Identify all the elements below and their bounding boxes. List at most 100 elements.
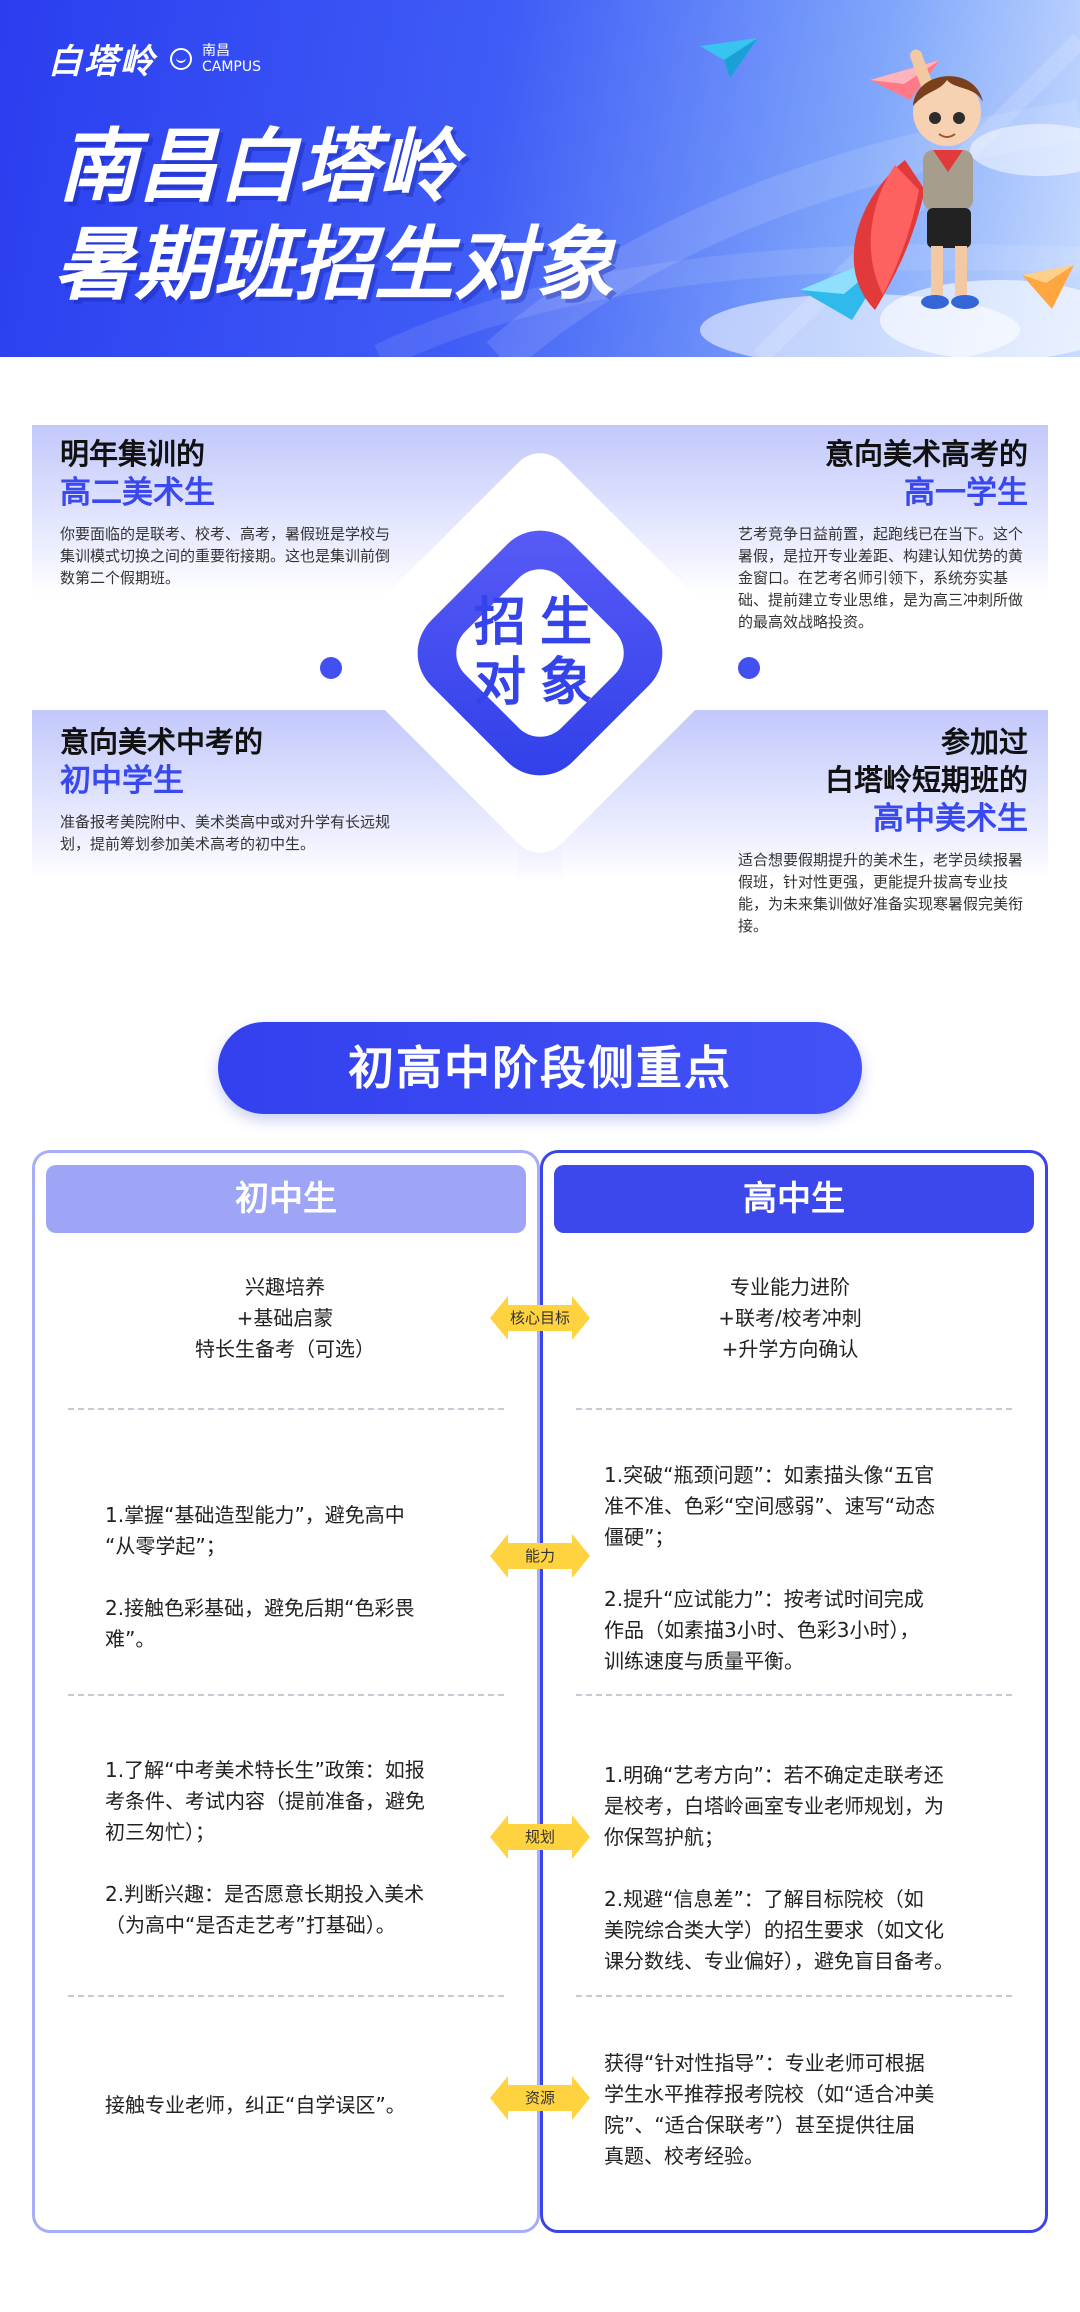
- cell-line: [604, 1853, 1014, 1884]
- hero-title: 南昌白塔岭 暑期班招生对象: [54, 118, 614, 314]
- row-tag: 能力: [490, 1534, 590, 1578]
- row-divider: [68, 1694, 504, 1696]
- target-description: 准备报考美院附中、美术类高中或对升学有长远规划，提前筹划参加美术高考的初中生。: [60, 813, 391, 853]
- center-label-line1: 招生: [473, 593, 606, 653]
- cell-line: +联考/校考冲刺: [718, 1306, 862, 1330]
- target-highlight: 高二美术生: [60, 475, 215, 511]
- row-divider: [576, 1694, 1012, 1696]
- row-tag-label: 能力: [524, 1547, 555, 1565]
- target-description: 适合想要假期提升的美术生，老学员续报暑假班，针对性更强，更能提升拔高专业技能，为…: [738, 851, 1024, 935]
- column-header-middle-school: 初中生: [46, 1165, 526, 1233]
- cell-line: 接触专业老师，纠正“自学误区”。: [105, 2093, 406, 2117]
- cell-line: 课分数线、专业偏好），避免盲目备考。: [604, 1949, 954, 1973]
- cell-high-school: 1.突破“瓶颈问题”：如素描头像“五官准不准、色彩“空间感弱”、速写“动态僵硬”…: [604, 1460, 1014, 1677]
- cell-line: 特长生备考（可选）: [195, 1337, 375, 1361]
- cell-line: （为高中“是否走艺考”打基础）。: [105, 1913, 396, 1937]
- row-divider: [68, 1408, 504, 1410]
- target-description: 你要面临的是联考、校考、高考，暑假班是学校与集训模式切换之间的重要衔接期。这也是…: [60, 525, 391, 587]
- row-divider: [576, 1408, 1012, 1410]
- row-tag: 资源: [490, 2076, 590, 2120]
- logo-mark-icon: [170, 47, 192, 70]
- target-highlight: 高一学生: [904, 475, 1028, 511]
- cell-high-school: 获得“针对性指导”：专业老师可根据学生水平推荐报考院校（如“适合冲美院”、“适合…: [604, 2048, 1014, 2172]
- cell-line: 2.接触色彩基础，避免后期“色彩畏: [105, 1596, 415, 1620]
- cell-line: 学生水平推荐报考院校（如“适合冲美: [604, 2082, 935, 2106]
- cell-line: 真题、校考经验。: [604, 2144, 764, 2168]
- cell-line: 初三匆忙）；: [105, 1820, 215, 1844]
- hero-banner: 白塔岭 南昌 CAMPUS 南昌白塔岭 暑期班招生对象: [0, 0, 1080, 357]
- double-arrow-icon: [490, 1534, 590, 1578]
- center-diamond: 招生 对象: [327, 440, 753, 866]
- cell-line: 1.了解“中考美术特长生”政策：如报: [105, 1758, 425, 1782]
- column-header-high-school: 高中生: [554, 1165, 1034, 1233]
- target-heading-2: 白塔岭短期班的: [824, 763, 1028, 797]
- cell-line: [105, 1562, 485, 1593]
- cell-line: +基础启蒙: [236, 1306, 334, 1330]
- cell-line: 美院综合类大学）的招生要求（如文化: [604, 1918, 944, 1942]
- cell-line: 专业能力进阶: [730, 1275, 850, 1299]
- cell-line: 获得“针对性指导”：专业老师可根据: [604, 2051, 925, 2075]
- target-description: 艺考竞争日益前置，起跑线已在当下。这个暑假，是拉开专业差距、构建认知优势的黄金窗…: [738, 525, 1024, 631]
- cell-middle-school: 兴趣培养 +基础启蒙特长生备考（可选）: [80, 1272, 490, 1365]
- hero-title-line2: 暑期班招生对象: [54, 218, 614, 311]
- cell-high-school: 专业能力进阶 +联考/校考冲刺 +升学方向确认: [580, 1272, 1000, 1365]
- target-heading: 明年集训的: [60, 437, 206, 471]
- column-high-school: 高中生: [540, 1150, 1048, 2233]
- row-tag-label: 规划: [524, 1828, 555, 1846]
- target-highlight: 高中美术生: [873, 801, 1028, 837]
- double-arrow-icon: [490, 2076, 590, 2120]
- cell-line: [604, 1553, 1014, 1584]
- target-grade11: 明年集训的 高二美术生 你要面临的是联考、校考、高考，暑假班是学校与集训模式切换…: [60, 435, 390, 589]
- logo-sub-en: CAMPUS: [202, 58, 262, 75]
- hero-title-line1: 南昌白塔岭: [58, 120, 458, 213]
- cell-middle-school: 1.了解“中考美术特长生”政策：如报考条件、考试内容（提前准备，避免初三匆忙）；…: [105, 1755, 485, 1941]
- cell-line: 准不准、色彩“空间感弱”、速写“动态: [604, 1494, 936, 1518]
- cell-line: “从零学起”；: [105, 1534, 226, 1558]
- row-tag: 核心目标: [490, 1296, 590, 1340]
- cell-line: 院”、“适合保联考”）甚至提供往届: [604, 2113, 916, 2137]
- double-arrow-icon: [490, 1296, 590, 1340]
- cell-line: 难”。: [105, 1627, 156, 1651]
- target-heading: 意向美术高考的: [824, 437, 1028, 471]
- row-tag-label: 资源: [524, 2089, 555, 2107]
- target-middle-school: 意向美术中考的 初中学生 准备报考美院附中、美术类高中或对升学有长远规划，提前筹…: [60, 723, 390, 855]
- double-arrow-icon: [490, 1815, 590, 1859]
- cell-line: 2.提升“应试能力”：按考试时间完成: [604, 1587, 924, 1611]
- cell-line: 2.规避“信息差”：了解目标院校（如: [604, 1887, 924, 1911]
- cell-line: 1.明确“艺考方向”：若不确定走联考还: [604, 1763, 944, 1787]
- logo-text: 白塔岭: [48, 42, 156, 82]
- dot-left-icon: [320, 657, 342, 679]
- mascot-boy-illustration: [853, 49, 983, 310]
- brand-logo: 白塔岭 南昌 CAMPUS: [48, 34, 261, 83]
- enrollment-targets: 明年集训的 高二美术生 你要面临的是联考、校考、高考，暑假班是学校与集训模式切换…: [32, 425, 1048, 945]
- paper-plane-icon: [1022, 265, 1074, 309]
- row-divider: [68, 1995, 504, 1997]
- row-tag: 规划: [490, 1815, 590, 1859]
- row-divider: [576, 1995, 1012, 1997]
- cell-line: 是校考，白塔岭画室专业老师规划，为: [604, 1794, 944, 1818]
- cell-line: 2.判断兴趣：是否愿意长期投入美术: [105, 1882, 425, 1906]
- dot-right-icon: [738, 657, 760, 679]
- logo-sub-cn: 南昌: [202, 42, 230, 59]
- target-grade10: 意向美术高考的 高一学生 艺考竞争日益前置，起跑线已在当下。这个暑假，是拉开专业…: [738, 435, 1028, 633]
- cell-line: 兴趣培养: [245, 1275, 325, 1299]
- focus-section-title: 初高中阶段侧重点: [218, 1022, 862, 1114]
- center-label: 招生 对象: [372, 593, 708, 713]
- cell-line: 1.掌握“基础造型能力”，避免高中: [105, 1503, 405, 1527]
- cell-line: 作品（如素描3小时、色彩3小时），: [604, 1618, 920, 1642]
- cell-line: 考条件、考试内容（提前准备，避免: [105, 1789, 425, 1813]
- row-tag-label: 核心目标: [509, 1309, 570, 1327]
- column-middle-school: 初中生: [32, 1150, 540, 2233]
- target-highlight: 初中学生: [60, 763, 184, 799]
- cell-high-school: 1.明确“艺考方向”：若不确定走联考还是校考，白塔岭画室专业老师规划，为你保驾护…: [604, 1760, 1014, 1977]
- center-label-line2: 对象: [473, 653, 606, 713]
- cell-middle-school: 接触专业老师，纠正“自学误区”。: [105, 2090, 485, 2121]
- cell-line: [105, 1848, 485, 1879]
- cell-middle-school: 1.掌握“基础造型能力”，避免高中 “从零学起”； 2.接触色彩基础，避免后期“色…: [105, 1500, 485, 1655]
- cell-line: 僵硬”；: [604, 1525, 675, 1549]
- cell-line: +升学方向确认: [721, 1337, 859, 1361]
- cell-line: 1.突破“瓶颈问题”：如素描头像“五官: [604, 1463, 935, 1487]
- target-heading: 意向美术中考的: [60, 725, 264, 759]
- paper-plane-icon: [700, 38, 758, 78]
- cell-line: 训练速度与质量平衡。: [604, 1649, 804, 1673]
